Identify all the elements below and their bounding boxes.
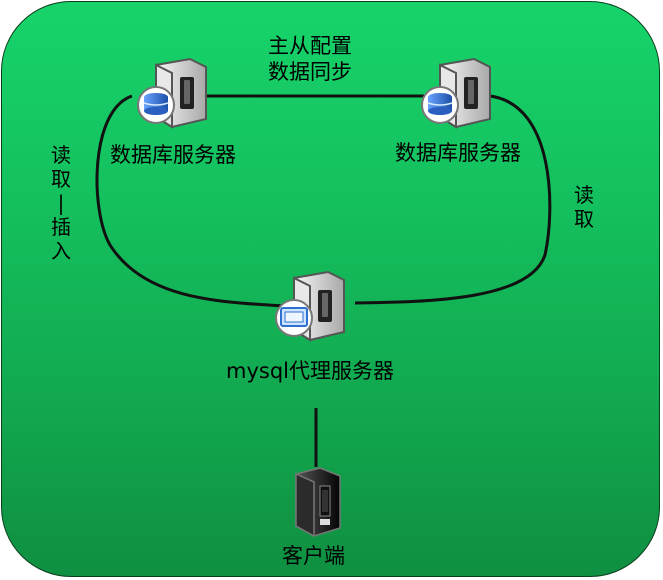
left-read-insert-label: 读 取 | 插 入 xyxy=(51,143,71,263)
sync-link-label: 主从配置 数据同步 xyxy=(268,34,352,85)
database-server-icon xyxy=(132,55,214,135)
proxy-server-icon xyxy=(268,268,352,344)
client-server-icon xyxy=(286,464,348,538)
left-database-server-label: 数据库服务器 xyxy=(110,143,236,167)
proxy-server-label: mysql代理服务器 xyxy=(226,359,394,383)
right-read-label: 读 取 xyxy=(574,183,594,231)
right-read-link xyxy=(354,94,552,305)
database-server-icon xyxy=(416,55,498,135)
left-read-insert-link xyxy=(95,94,286,308)
right-database-server-label: 数据库服务器 xyxy=(395,141,521,165)
client-label: 客户端 xyxy=(282,544,345,568)
